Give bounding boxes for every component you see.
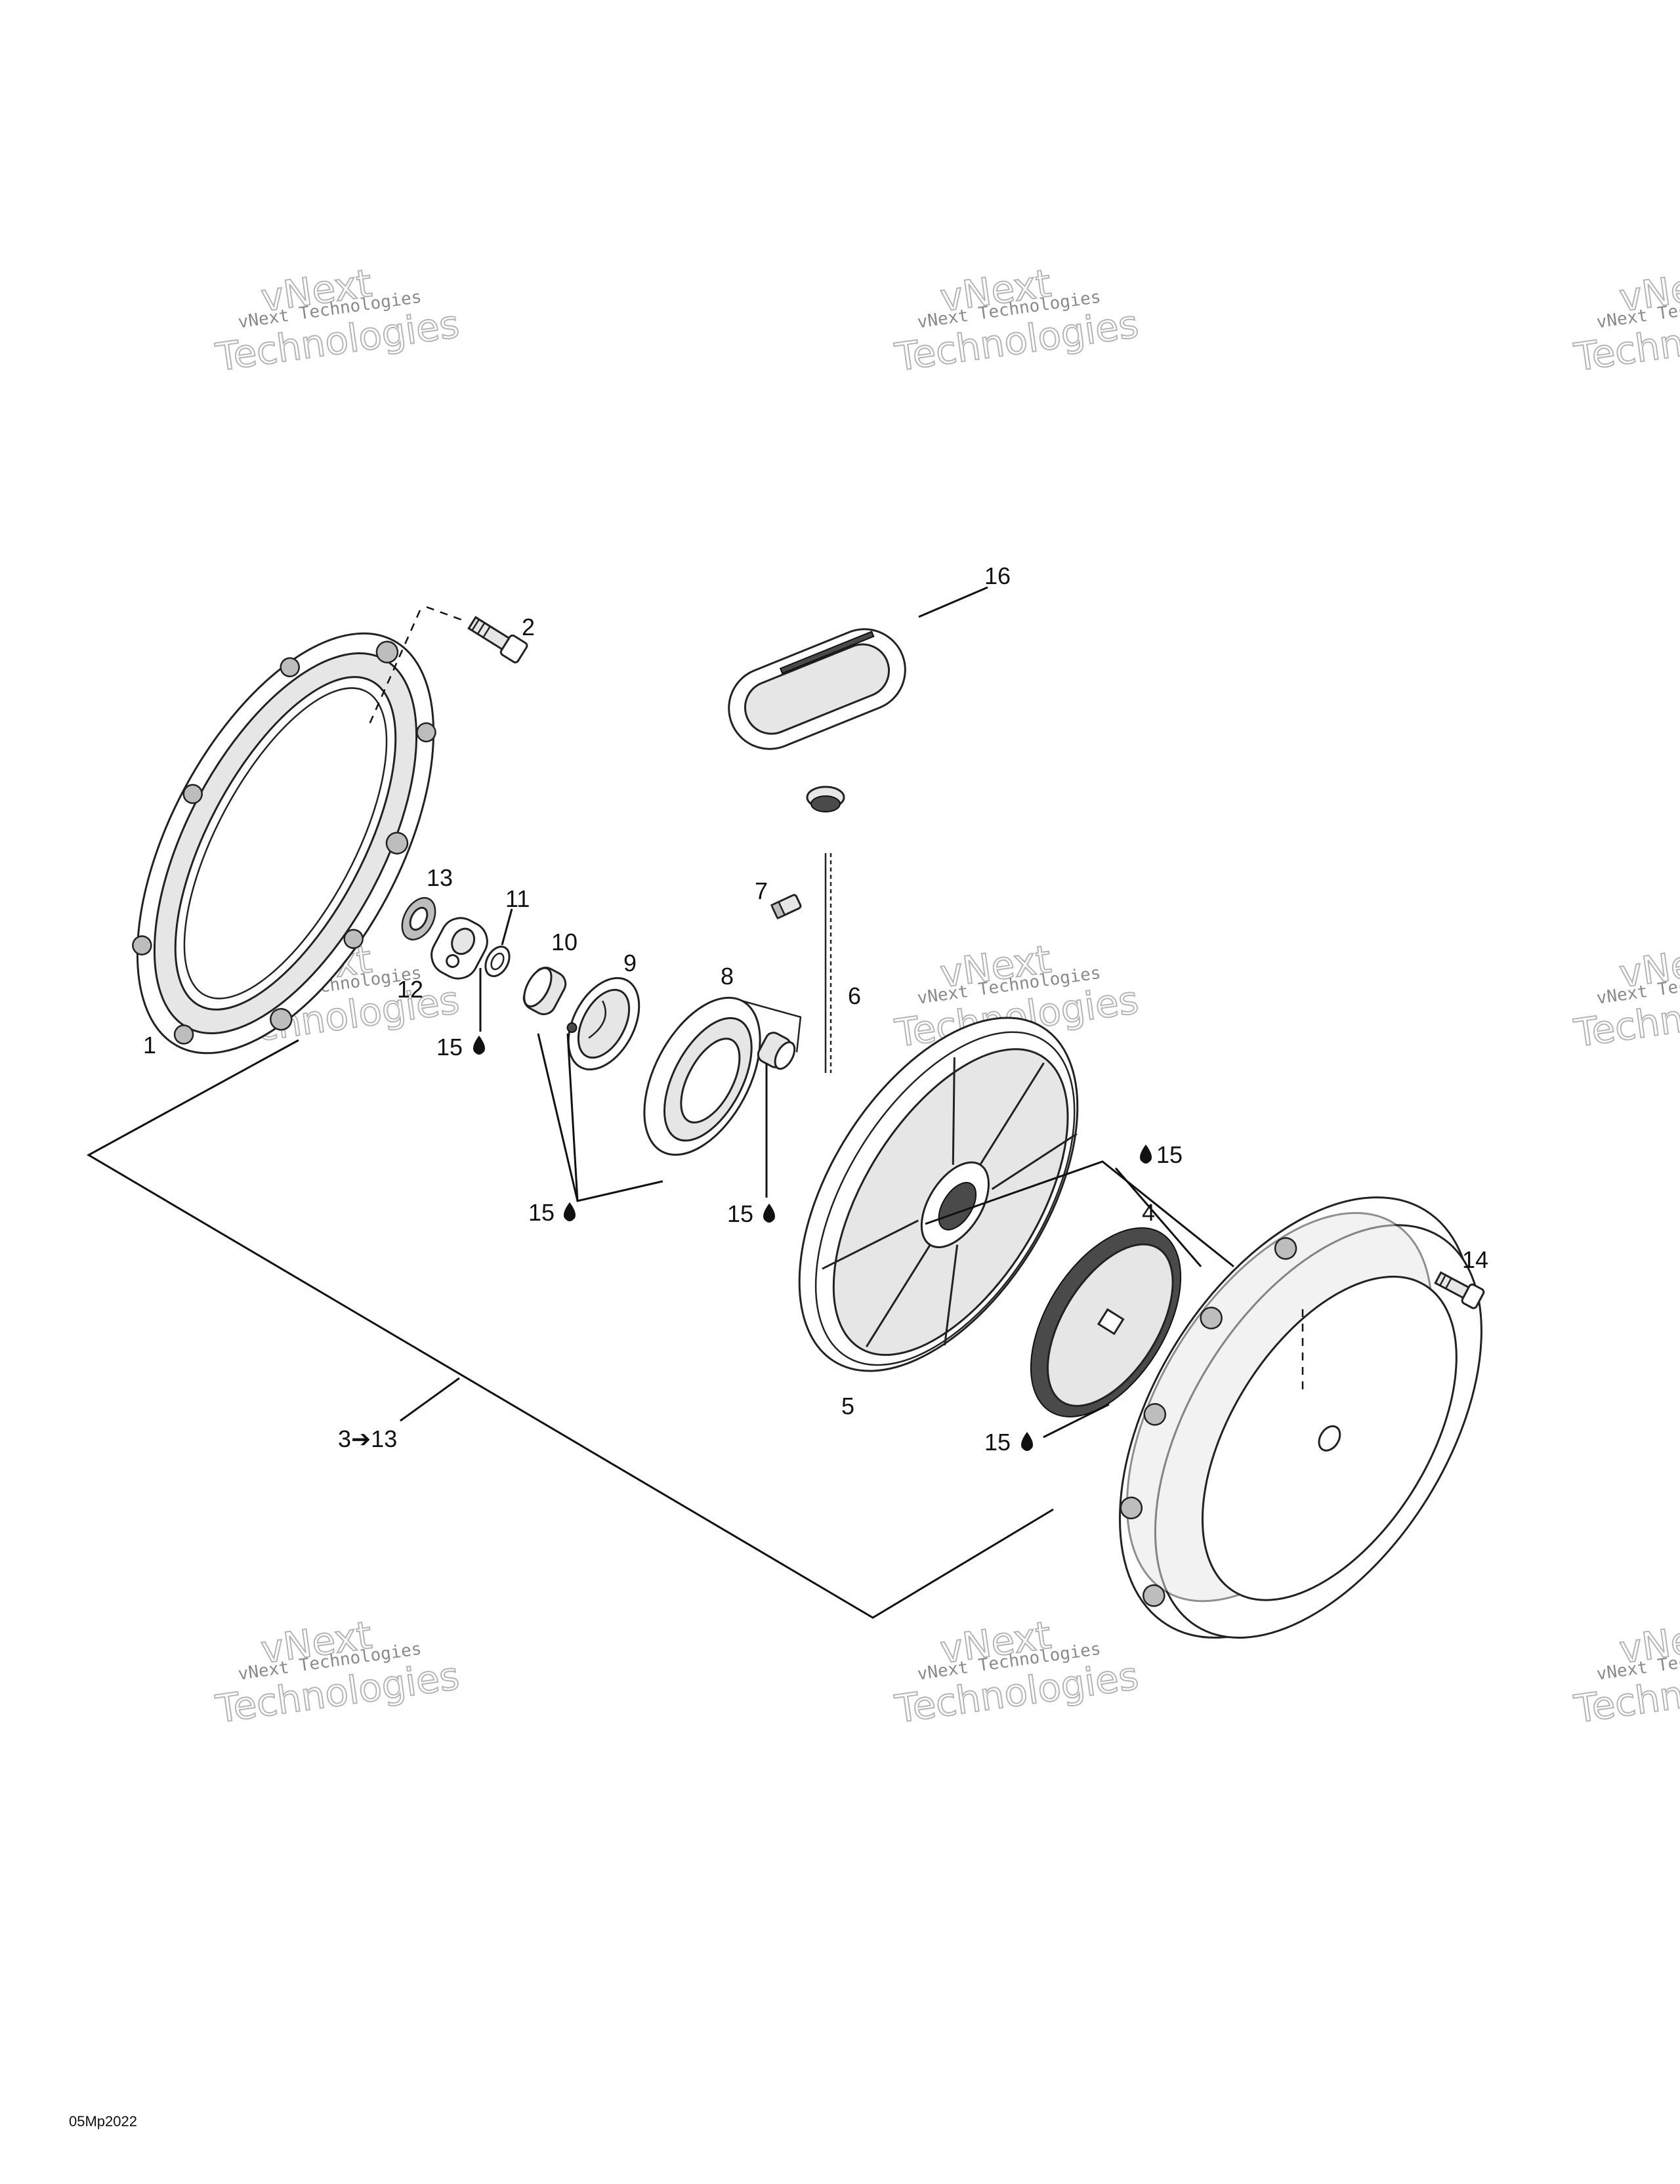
oil-drop-icon [1140, 1144, 1152, 1164]
oil-drop-icon [564, 1202, 576, 1221]
part-7-clip [770, 894, 802, 919]
oil-drop-icon [763, 1204, 775, 1223]
callout-6: 6 [848, 982, 861, 1009]
part-1-dashed-axis [366, 610, 421, 729]
part-cover-housing [1118, 1196, 1482, 1639]
part-6-rope [824, 853, 832, 1073]
kit-bracket [86, 1039, 1054, 1619]
callout-14: 14 [1462, 1246, 1488, 1273]
oil-drop-icon [1021, 1432, 1033, 1451]
leader-15-e [1043, 1403, 1110, 1438]
callout-8: 8 [721, 963, 734, 990]
part-9-ratchet [566, 976, 640, 1071]
part-8-hub [757, 1032, 796, 1070]
watermark-top-right: vNext vNext Technologies Technologies [1570, 260, 1680, 380]
part-13-bearing [401, 897, 436, 940]
watermark-top-center: vNext vNext Technologies Technologies [891, 260, 1141, 380]
callout-3-13: 3➔13 [338, 1425, 397, 1452]
callout-15-d: 15 [1156, 1141, 1183, 1168]
callout-9: 9 [623, 950, 637, 976]
callout-15-group-a: 15 [436, 1034, 485, 1060]
part-4-spring [1030, 1227, 1182, 1418]
callout-12: 12 [397, 976, 423, 1003]
part-16-handle [728, 628, 906, 750]
callout-15-b: 15 [528, 1199, 555, 1226]
leader-15-b2 [566, 1033, 579, 1202]
part-14-screw [1434, 1271, 1485, 1309]
drawing-code: 05Mp2022 [69, 2113, 137, 2130]
callout-4: 4 [1142, 1199, 1155, 1226]
leader-11 [501, 908, 513, 946]
part-11-washer [484, 946, 511, 977]
callout-15-e: 15 [984, 1429, 1011, 1456]
callout-10: 10 [551, 929, 578, 956]
kit-bracket-leader [400, 1377, 460, 1422]
callout-13: 13 [427, 864, 453, 891]
part-1-starter-housing [132, 632, 436, 1055]
part-5-pulley [798, 1017, 1079, 1372]
callout-15-group-c: 15 [727, 1200, 775, 1227]
callout-2: 2 [522, 614, 535, 640]
callout-1: 1 [143, 1032, 156, 1059]
part-8-cup [643, 996, 802, 1156]
callout-15-group-b: 15 [528, 1199, 576, 1226]
callout-7: 7 [755, 877, 768, 904]
callout-15-group-d: 15 [1140, 1141, 1183, 1168]
cover-leader-line-2 [1114, 1167, 1202, 1267]
callout-15-c: 15 [727, 1200, 753, 1227]
callout-15-group-e: 15 [984, 1429, 1033, 1456]
oil-drop-icon [473, 1036, 485, 1055]
callout-5: 5 [841, 1393, 854, 1419]
watermark-mid-right: vNext vNext Technologies Technologies [1570, 936, 1680, 1056]
part-10-bushing [522, 967, 567, 1015]
watermark-bottom-left: vNext vNext Technologies Technologies [212, 1612, 462, 1732]
watermark-bottom-right: vNext vNext Technologies Technologies [1570, 1612, 1680, 1732]
watermark-bottom-center: vNext vNext Technologies Technologies [891, 1612, 1141, 1732]
cover-leader-lines [925, 1160, 1234, 1268]
leader-16 [918, 586, 988, 618]
callout-15-a: 15 [436, 1034, 463, 1060]
callout-11: 11 [505, 885, 530, 912]
part-2-dashed-axis [426, 606, 463, 621]
callout-16: 16 [984, 562, 1011, 589]
watermark-top-left: vNext vNext Technologies Technologies [212, 260, 462, 380]
part-16-grommet [806, 786, 845, 812]
part-2-bolt [467, 616, 528, 663]
part-12-plate [430, 917, 488, 980]
